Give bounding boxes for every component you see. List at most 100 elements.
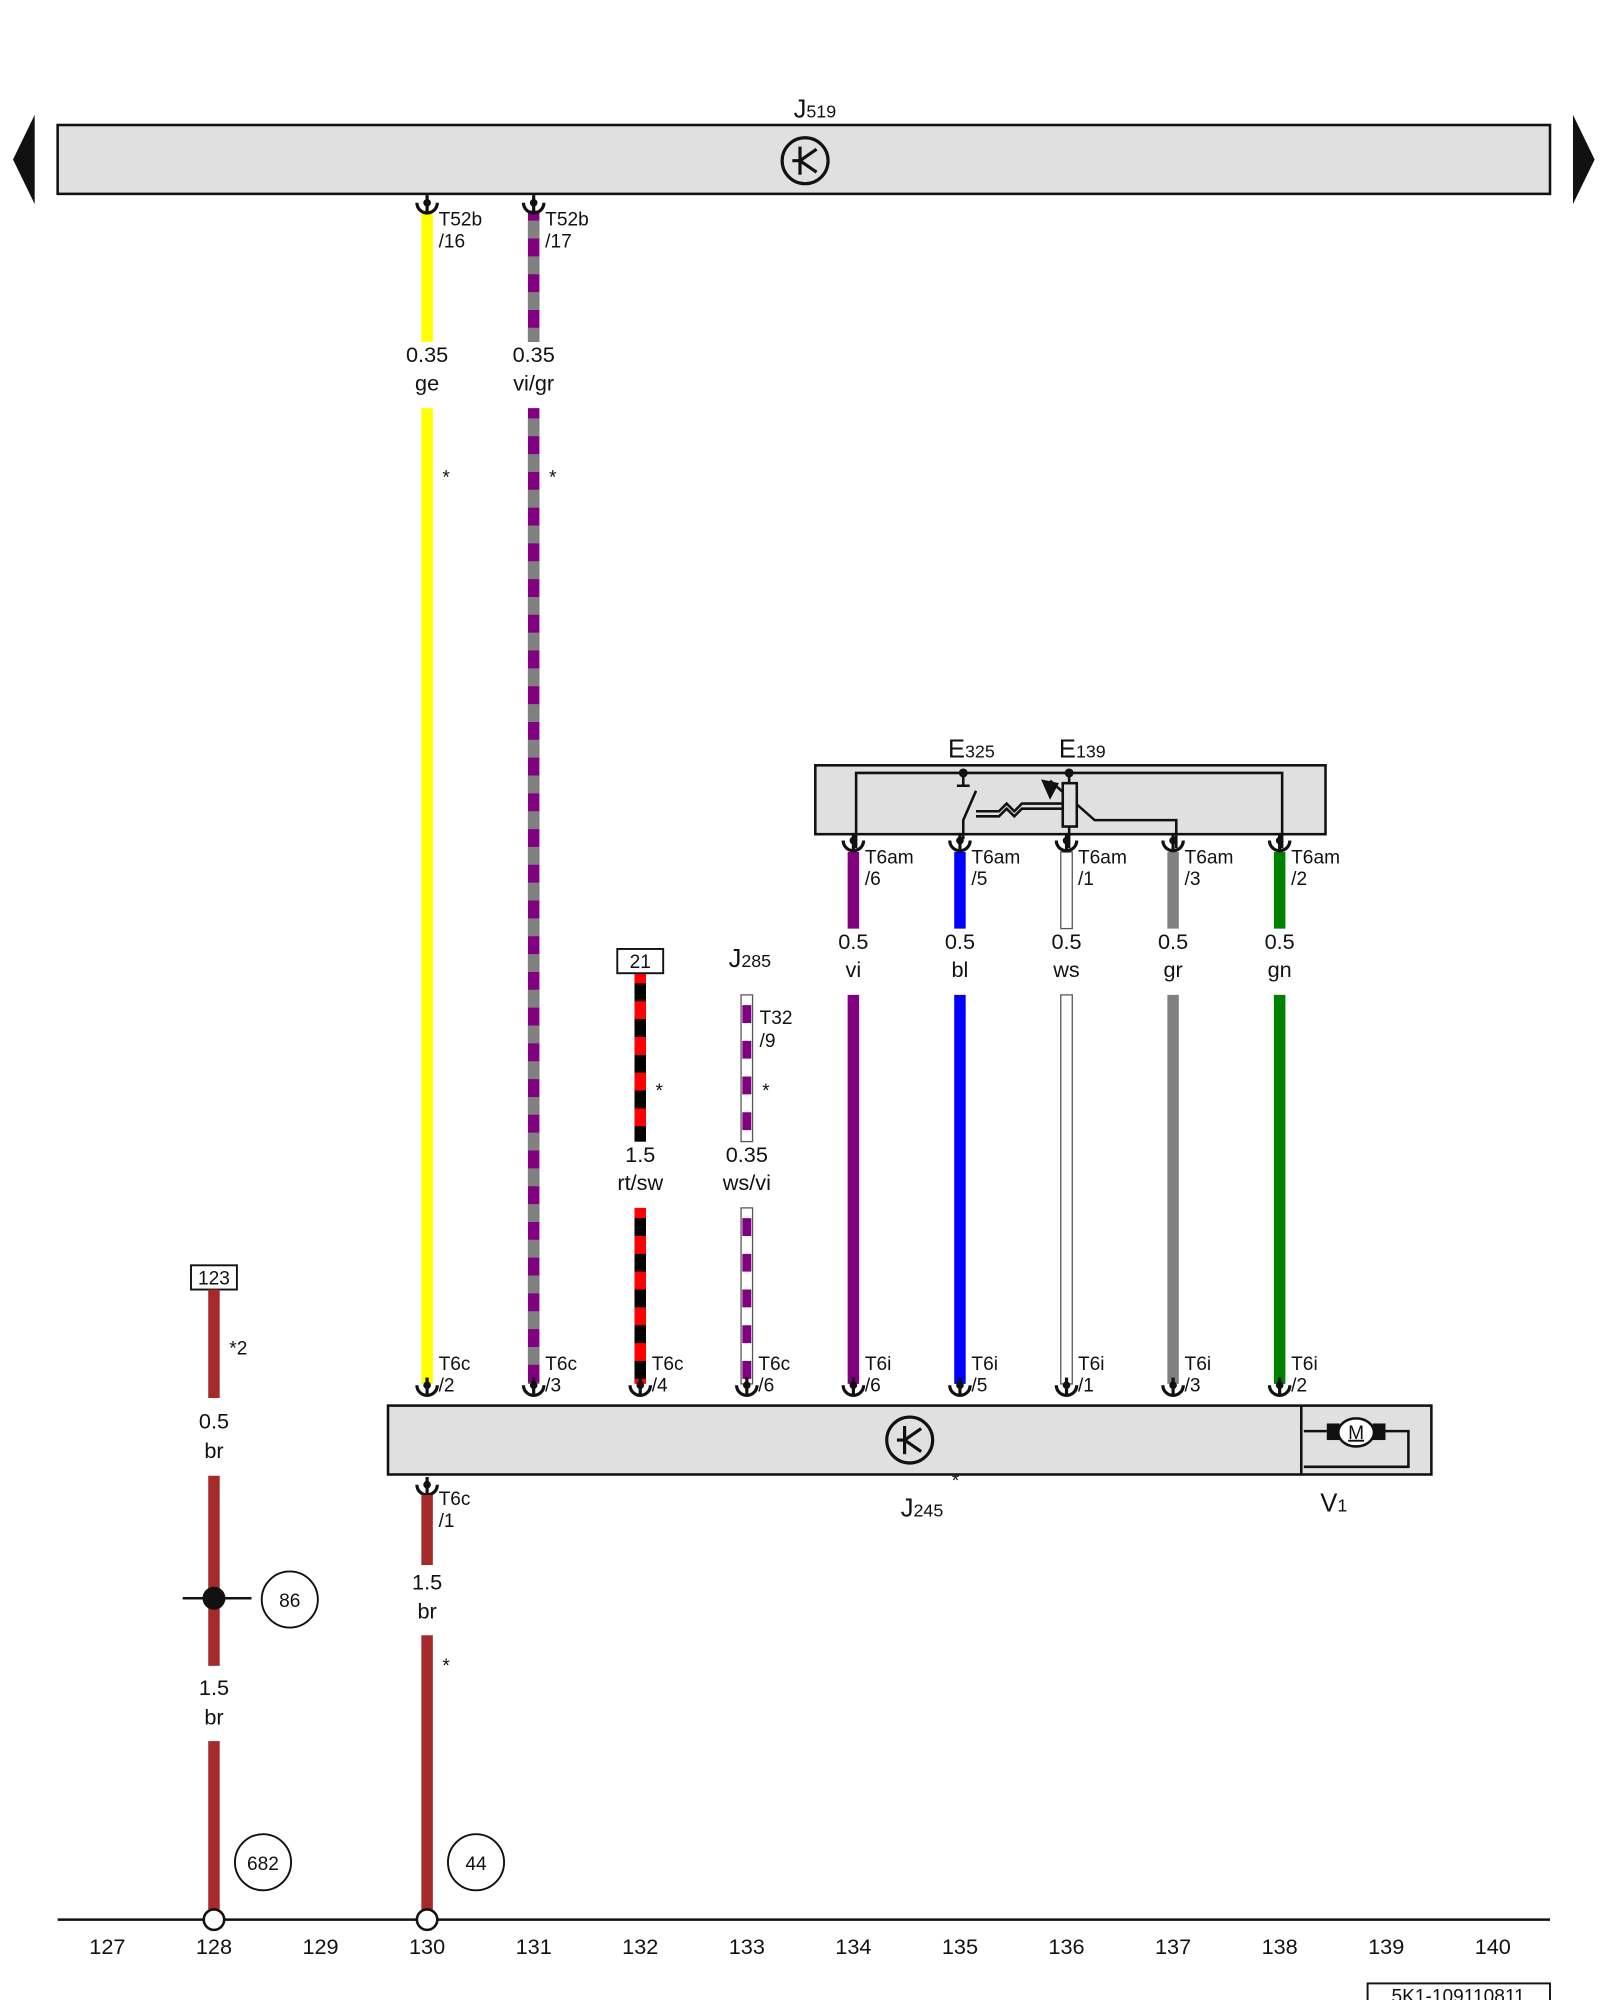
connector-dot (423, 1480, 431, 1489)
j285-label-number: 285 (741, 951, 771, 971)
connector-icon (948, 1377, 972, 1397)
column-number: 131 (516, 1934, 552, 1959)
j519-label: J519 (794, 95, 837, 123)
potentiometer-icon (1061, 781, 1079, 828)
connector-dot (529, 1381, 538, 1390)
connector-label: T6c (439, 1489, 471, 1510)
connector-dot (849, 1381, 858, 1390)
wire-gauge: 1.5 (625, 1142, 655, 1167)
connector-dot (636, 1381, 645, 1390)
connector-icon (521, 195, 546, 215)
reference-number: 21 (630, 952, 651, 973)
wire-ws (1060, 851, 1073, 930)
wire-gauge: 0.35 (513, 342, 555, 367)
motor-brush (1372, 1423, 1386, 1441)
connector-pin-label: /1 (1078, 869, 1094, 890)
connector-pin-label: /6 (758, 1376, 774, 1397)
wire-ws-vi (740, 994, 754, 1143)
connector-icon (1267, 832, 1292, 853)
connector-label: T6i (971, 1354, 998, 1375)
connector-label: T6c (439, 1354, 471, 1375)
connector-label: T6am (865, 848, 914, 869)
j519-label-letter: J (794, 95, 807, 123)
connector-icon (521, 1377, 546, 1397)
connector-pin-label: /5 (971, 1376, 987, 1397)
connector-dot (1062, 1381, 1071, 1390)
j245-label-letter: J (901, 1495, 914, 1523)
connector-dot (1275, 836, 1284, 845)
continue-right-arrow-icon (1572, 114, 1595, 205)
e325-label-letter: E (948, 736, 965, 764)
connector-dot (1169, 1381, 1177, 1390)
wire-gauge: 1.5 (412, 1569, 442, 1594)
wire-note: * (549, 467, 557, 488)
connector-pin-label: /6 (865, 869, 881, 890)
e139-label: E139 (1059, 736, 1106, 764)
control-unit-icon (885, 1415, 935, 1465)
column-number: 129 (302, 1934, 338, 1959)
e325-label-number: 325 (965, 742, 995, 762)
control-unit-icon (780, 136, 830, 186)
connector-pin-label: /3 (1185, 869, 1201, 890)
reference-number: 123 (198, 1268, 230, 1289)
connector-dot (1169, 836, 1177, 845)
junction-ref-circle (260, 1570, 319, 1629)
wire-note: * (442, 467, 450, 488)
reference-box (616, 948, 665, 975)
connector-icon (415, 1477, 439, 1497)
column-number: 128 (196, 1934, 232, 1959)
connector-icon (1161, 832, 1185, 853)
connector-label: T6c (652, 1354, 684, 1375)
connector-pin-label: /4 (652, 1376, 668, 1397)
connector-label: T6i (1291, 1354, 1318, 1375)
connector-label: T6c (545, 1354, 577, 1375)
connector-icon (841, 832, 866, 853)
wire-color-code: ws/vi (722, 1170, 771, 1195)
connector-icon (1267, 1377, 1292, 1397)
connector-pin-label: /9 (760, 1031, 776, 1052)
connector-pin-label: /1 (439, 1511, 455, 1532)
doc-number-box (1366, 1982, 1551, 2000)
motor-symbol: M (1348, 1423, 1364, 1444)
control-unit-icon-circle (780, 136, 830, 186)
connector-label: T6am (971, 848, 1020, 869)
column-number: 127 (89, 1934, 125, 1959)
continue-left-arrow-icon (13, 114, 35, 205)
connector-icon (841, 1377, 866, 1397)
connector-label: T52b (545, 210, 589, 231)
column-number: 140 (1475, 1934, 1511, 1959)
v1-label-number: 1 (1337, 1495, 1347, 1515)
motor-v1 (1303, 1417, 1410, 1469)
ground-ref-number: 44 (465, 1854, 487, 1875)
connector-pin-label: /6 (865, 1376, 881, 1397)
connector-dot (1275, 1381, 1284, 1390)
connector-label: T6c (758, 1354, 790, 1375)
connector-pin-label: /16 (439, 231, 466, 252)
control-unit-icon-glyph (792, 146, 818, 175)
connector-label: T6i (865, 1354, 892, 1375)
column-number: 132 (622, 1934, 658, 1959)
connector-dot (1062, 836, 1071, 845)
j245-note: * (952, 1471, 960, 1492)
junction-ref-number: 86 (279, 1591, 300, 1612)
wire-gauge: 0.35 (406, 342, 448, 367)
wire-note: * (762, 1081, 770, 1102)
connector-label: T6i (1078, 1354, 1105, 1375)
column-number: 138 (1262, 1934, 1298, 1959)
wire-gauge: 0.5 (1051, 929, 1081, 954)
column-number: 133 (729, 1934, 765, 1959)
wire-color-code: vi (846, 957, 862, 982)
connector-dot (956, 836, 964, 845)
wire-gauge: 0.5 (838, 929, 868, 954)
j519-label-number: 519 (806, 101, 836, 121)
column-number: 135 (942, 1934, 978, 1959)
wire-color-code: rt/sw (617, 1170, 663, 1195)
motor-wiring (1303, 1429, 1410, 1469)
connector-icon (415, 195, 439, 215)
motor-icon (1336, 1417, 1376, 1448)
wire-gauge: 0.5 (945, 929, 975, 954)
j285-label: J285 (729, 945, 772, 973)
column-number: 130 (409, 1934, 445, 1959)
connector-icon (1161, 1377, 1185, 1397)
connector-label: T52b (439, 210, 483, 231)
